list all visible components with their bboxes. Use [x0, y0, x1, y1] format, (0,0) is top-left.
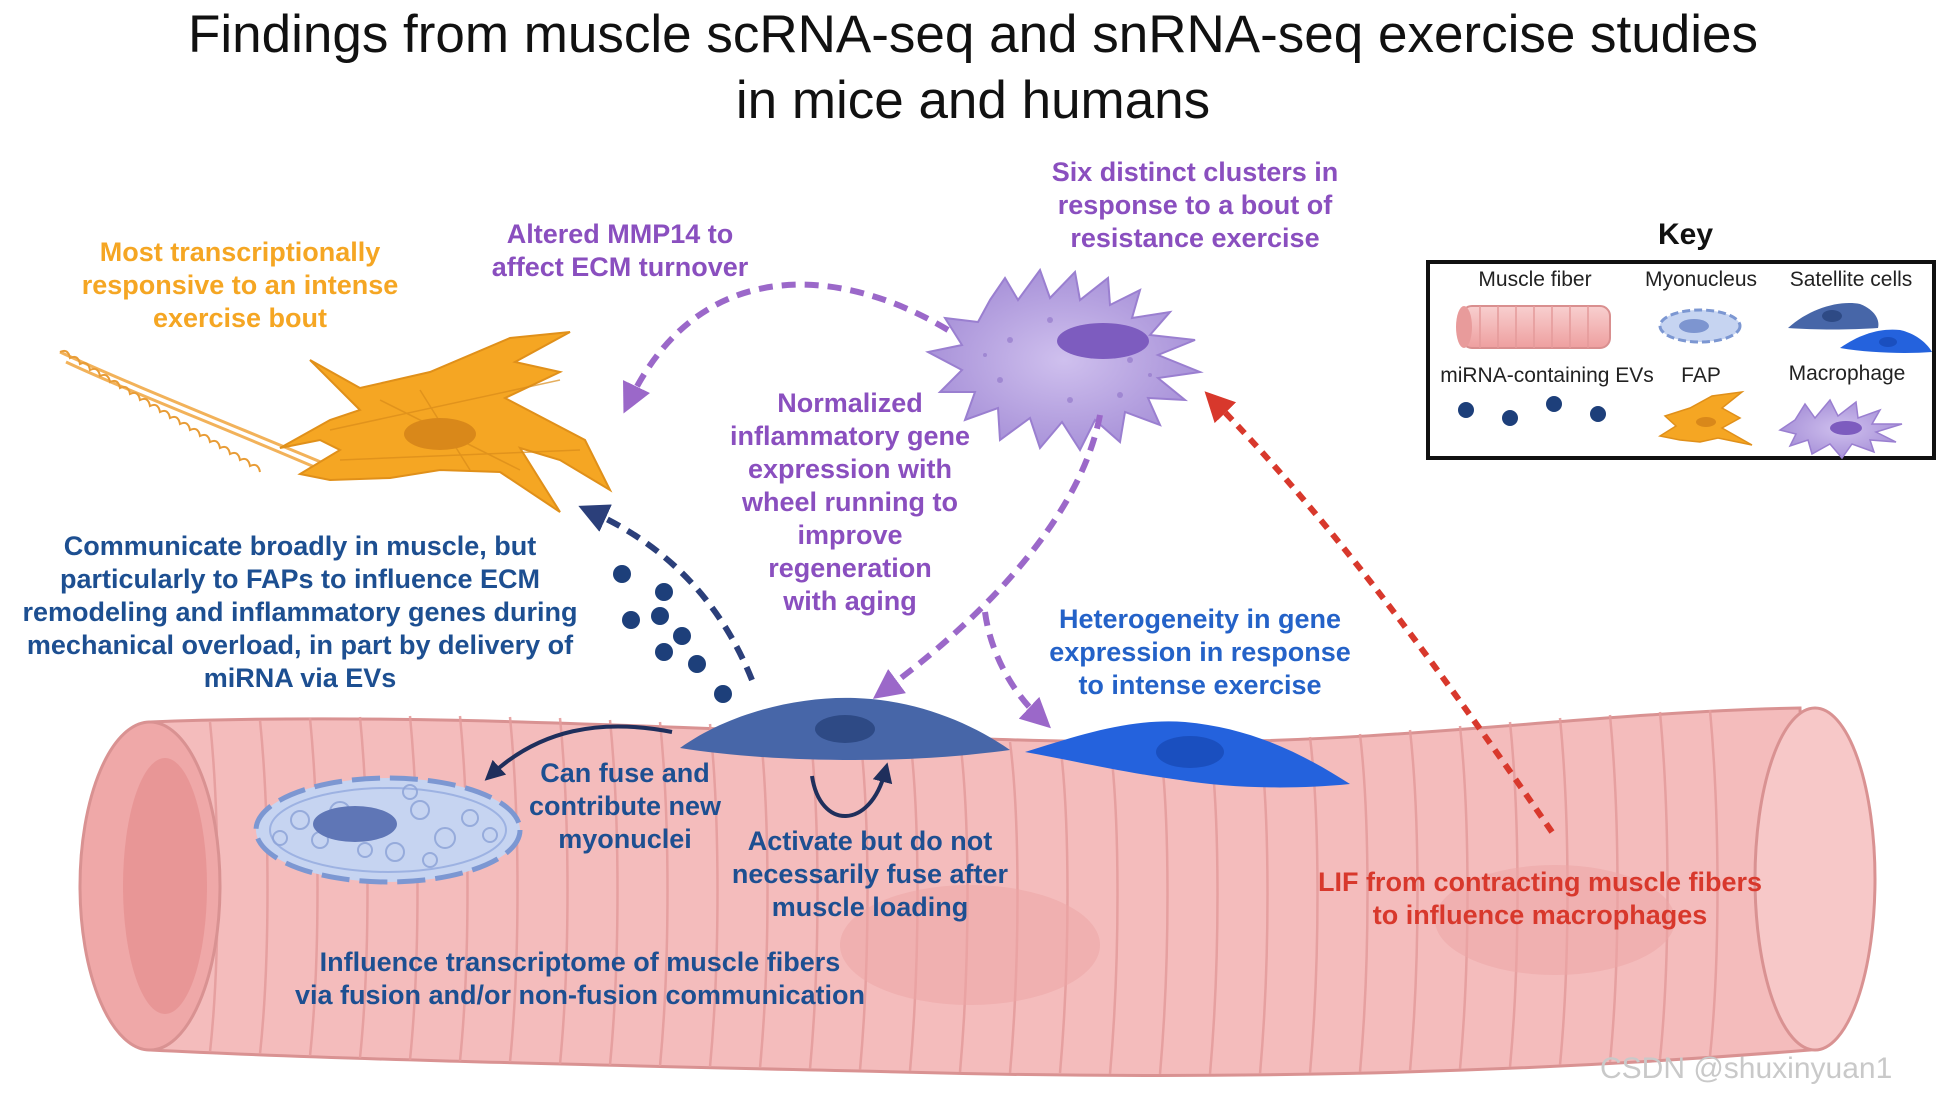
ev-dots: [613, 565, 732, 703]
key-myonucleus-icon: [1658, 308, 1742, 344]
mmp14-label: Altered MMP14 to affect ECM turnover: [491, 219, 749, 282]
arrow-macrophage-to-fap: [623, 281, 950, 414]
communicate-label: Communicate broadly in muscle, but parti…: [22, 531, 578, 693]
key-label-macrophage: Macrophage: [1788, 362, 1906, 385]
normalized-label: Normalized inflammatory gene expression …: [729, 388, 971, 616]
arrow-activate-loop: [810, 762, 893, 818]
satellite-cell-dark: [680, 697, 1010, 760]
influence-label: Influence transcriptome of muscle fibers…: [294, 947, 865, 1010]
key-box: [1426, 260, 1936, 460]
key-label-muscle-fiber: Muscle fiber: [1478, 268, 1592, 291]
arrow-evs-to-fap: [578, 504, 755, 682]
fap-label: Most transcriptionally responsive to an …: [81, 237, 399, 333]
key-fap-icon: [1658, 390, 1753, 446]
heterogeneity-label: Heterogeneity in gene expression in resp…: [1049, 604, 1351, 700]
key-muscle-fiber-icon: [1456, 305, 1611, 349]
arrow-macrophage-to-satellite-dark: [872, 414, 1103, 699]
watermark: CSDN @shuxinyuan1: [1600, 1052, 1893, 1085]
key-label-fap: FAP: [1681, 364, 1721, 387]
arrow-fuse-to-myonucleus: [484, 724, 673, 781]
key-title: Key: [1658, 218, 1714, 251]
title-line-1: Findings from muscle scRNA-seq and snRNA…: [188, 5, 1758, 64]
key-label-mirna-evs: miRNA-containing EVs: [1440, 364, 1654, 387]
satellite-cell-light: [1025, 721, 1350, 788]
key-macrophage-icon: [1778, 398, 1903, 460]
title-line-2: in mice and humans: [735, 71, 1211, 131]
key-ev-icon: [1458, 396, 1606, 426]
six-clusters-label: Six distinct clusters in response to a b…: [1051, 157, 1339, 253]
arrow-to-satellite-light: [982, 611, 1051, 729]
figure-title: Findings from muscle scRNA-seq and snRNA…: [60, 2, 1886, 135]
myonucleus: [253, 775, 523, 885]
key-label-satellite-cells: Satellite cells: [1789, 268, 1913, 291]
activate-label: Activate but do not necessarily fuse aft…: [731, 826, 1009, 922]
arrow-lif-to-macrophage: [1204, 391, 1555, 834]
lif-label: LIF from contracting muscle fibers to in…: [1317, 867, 1763, 930]
key-label-myonucleus: Myonucleus: [1644, 268, 1758, 291]
macrophage-cell: [925, 267, 1204, 453]
fuse-label: Can fuse and contribute new myonuclei: [528, 758, 721, 854]
fap-cell: [59, 331, 613, 513]
key-satellite-cells-icon: [1788, 303, 1932, 353]
